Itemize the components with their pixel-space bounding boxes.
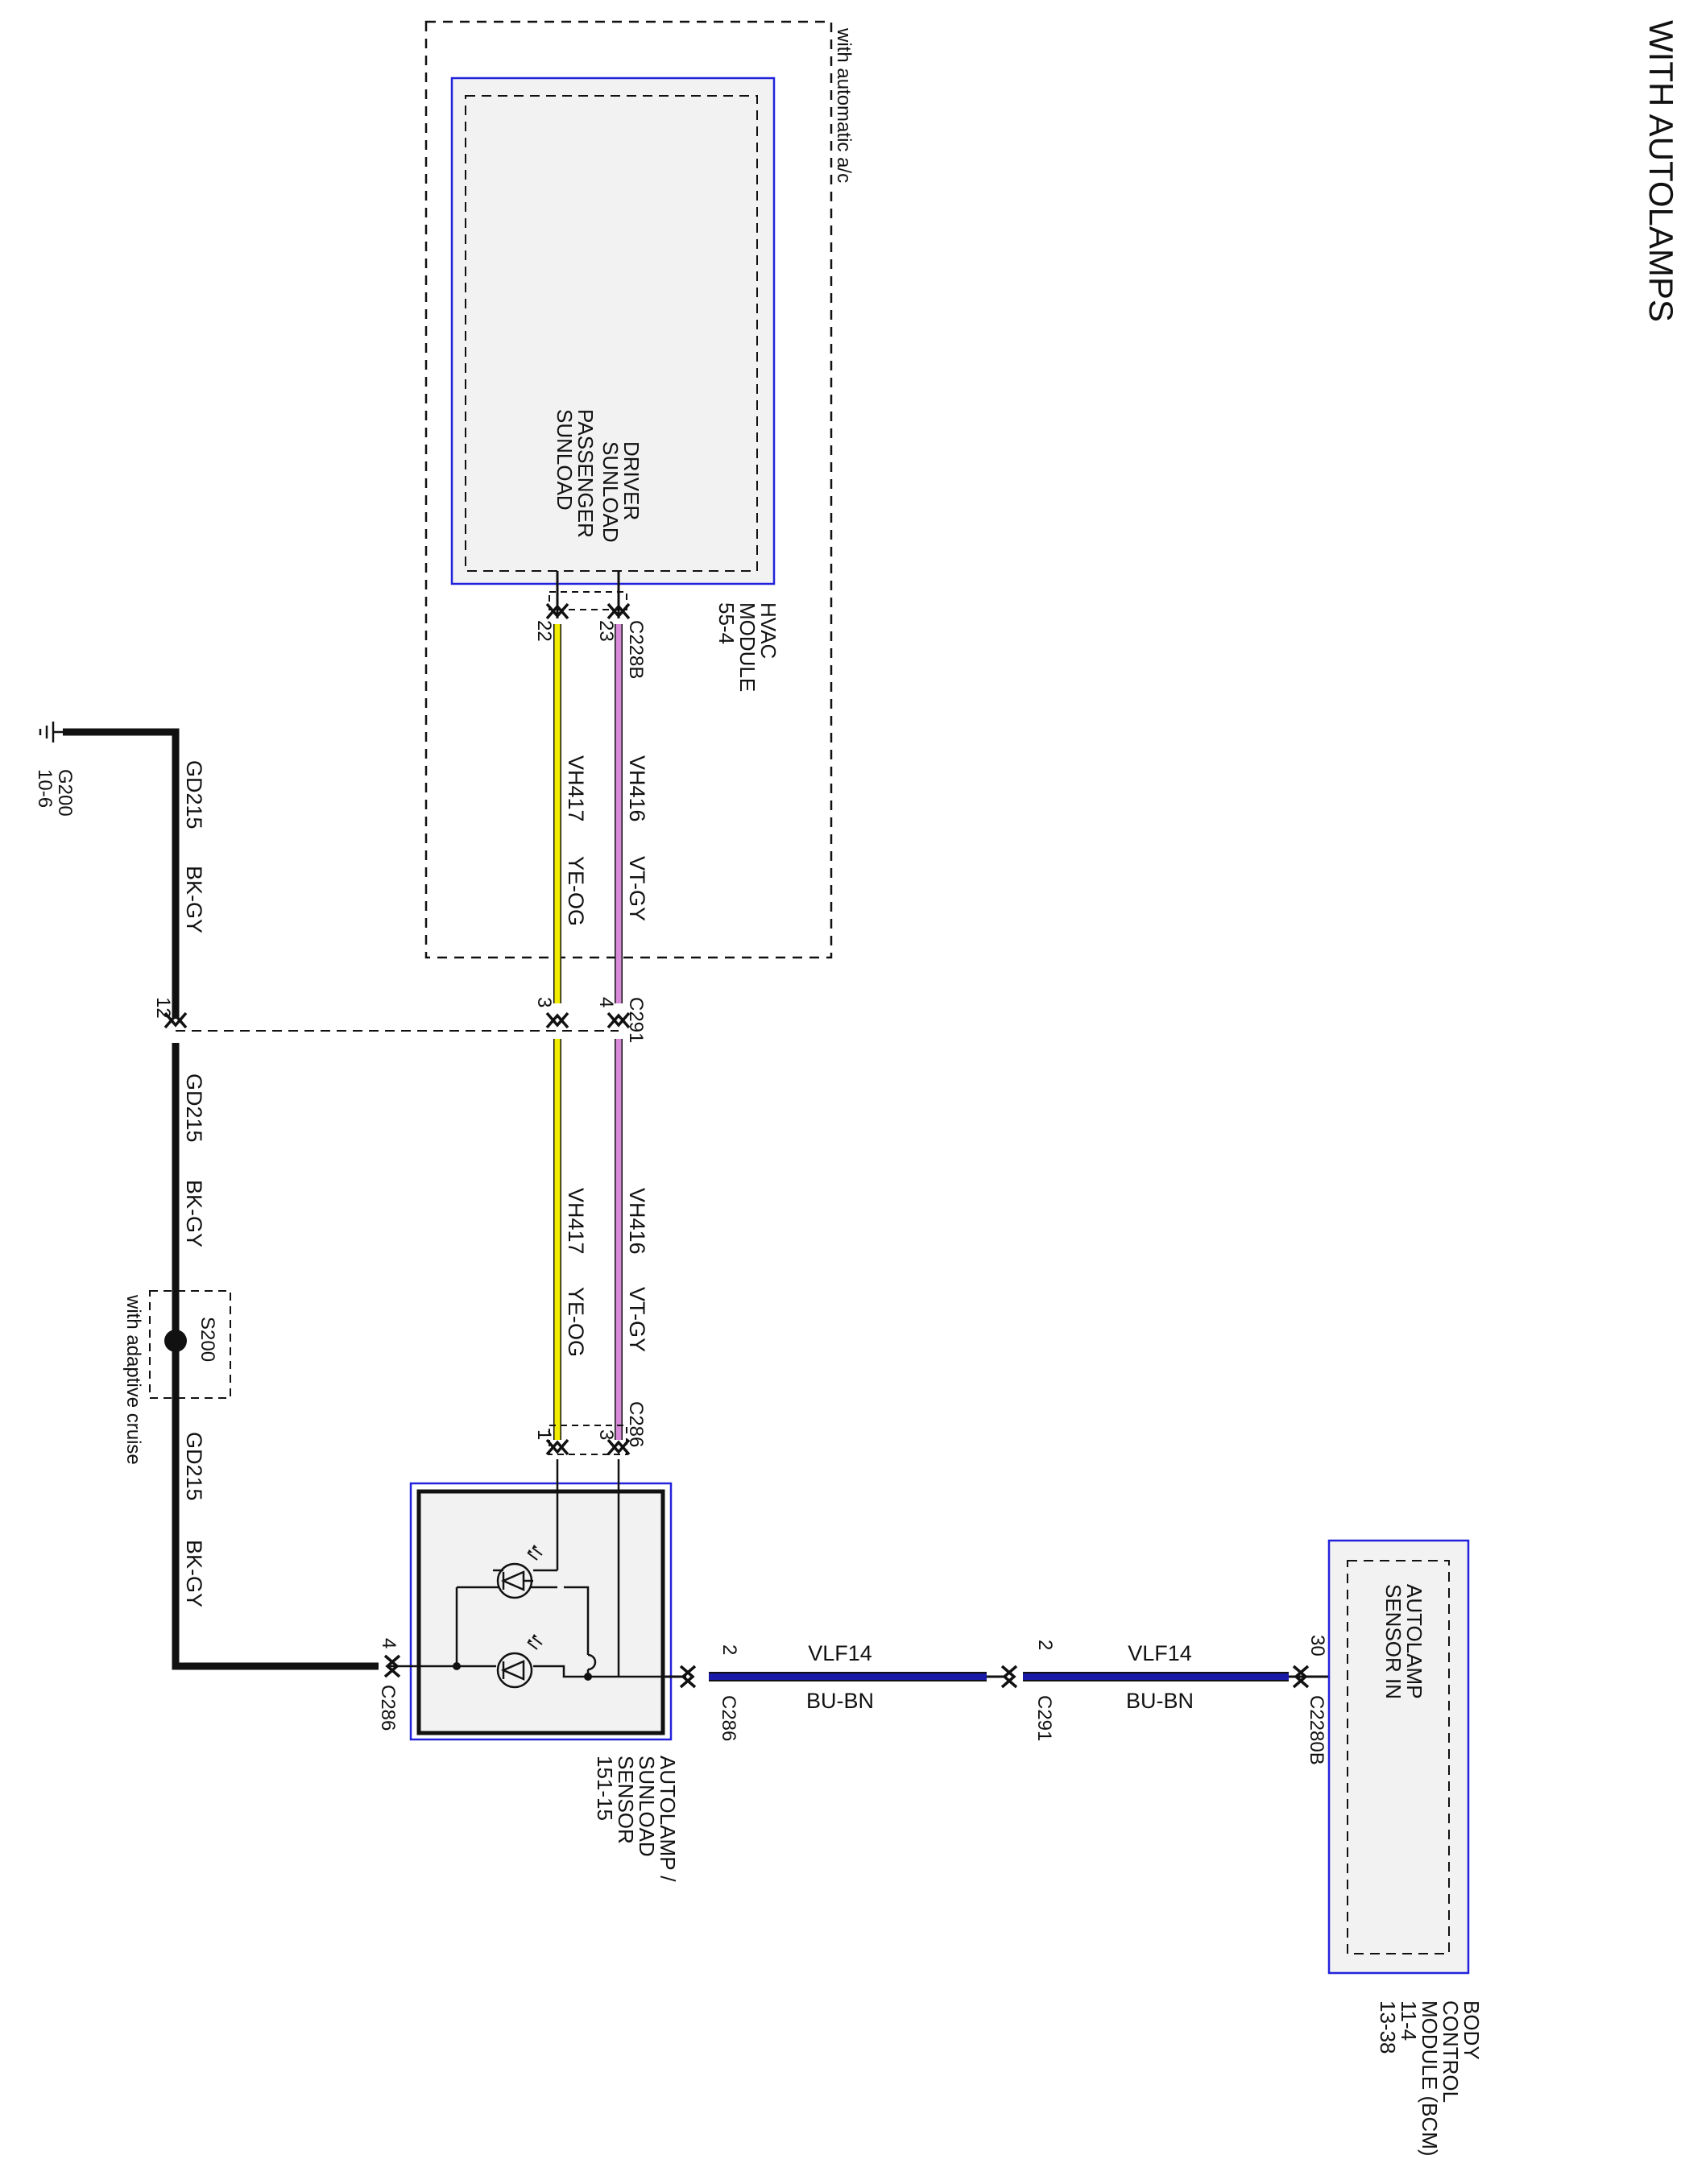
wire-vh416-circuit-upper: VH416 <box>625 755 649 822</box>
c286-gnd-connector-label: C286 <box>377 1685 399 1731</box>
c291-out-pin-2: 2 <box>1034 1640 1056 1650</box>
ground-ref: 10-6 <box>34 769 56 808</box>
automatic-ac-option-box <box>424 20 833 959</box>
automatic-ac-option-label: with automatic a/c <box>833 27 855 183</box>
ground-name: G200 <box>54 769 76 817</box>
hvac-pin-23: 23 <box>595 620 617 642</box>
c291-out-connector-label: C291 <box>1033 1695 1055 1741</box>
hvac-pin-22: 22 <box>533 620 555 642</box>
hvac-driver-sunload-line1: DRIVER <box>619 441 644 520</box>
hvac-module-outline <box>450 77 776 585</box>
connector-symbol <box>545 1438 569 1456</box>
c286-connector-label: C286 <box>625 1401 647 1447</box>
c286-pin-3: 3 <box>595 1429 617 1440</box>
sensor-name-line4: 151-15 <box>593 1756 617 1821</box>
body-control-module: AUTOLAMP SENSOR IN 30 C2280B BODY CONTRO… <box>1306 1539 1484 2157</box>
wire-vh417-circuit-upper: VH417 <box>564 755 588 822</box>
c286-pin-1: 1 <box>533 1429 555 1440</box>
photodiode-1-icon <box>493 1545 543 1599</box>
c291-pin-3: 3 <box>533 997 555 1007</box>
bcm-pin-label-line2: SENSOR IN <box>1381 1584 1406 1699</box>
c291-connector-label: C291 <box>625 997 647 1043</box>
hvac-passenger-sunload-line1: PASSENGER <box>573 409 598 538</box>
bcm-inner <box>1347 1560 1450 1954</box>
c228b-connector-label: C228B <box>625 620 647 679</box>
bcm-connector-label: C2280B <box>1306 1695 1327 1765</box>
wire-vlf14-color-2: BU-BN <box>1126 1689 1194 1713</box>
bcm-outline <box>1327 1539 1470 1975</box>
bcm-name-line3: MODULE (BCM) <box>1418 2000 1442 2157</box>
c286-out-connector-label: C286 <box>718 1695 739 1741</box>
photodiode-2-icon <box>496 1634 543 1689</box>
hvac-passenger-sunload-line2: SUNLOAD <box>553 409 577 511</box>
bcm-name-line4: 11-4 <box>1397 2000 1421 2041</box>
hvac-module: DRIVER SUNLOAD PASSENGER SUNLOAD HVAC MO… <box>450 77 780 692</box>
adaptive-cruise-option-box <box>149 1290 231 1399</box>
c286-connector-bracket <box>549 1425 627 1455</box>
splice-s200 <box>164 1330 187 1352</box>
hvac-module-inner <box>465 95 758 572</box>
wire-gd215-color-2: BK-GY <box>182 1180 206 1247</box>
c291-pin-4: 4 <box>595 997 617 1007</box>
sensor-name-line1: AUTOLAMP / <box>656 1756 680 1882</box>
autolamp-sunload-sensor: AUTOLAMP / SUNLOAD SENSOR 151-15 <box>390 1459 680 1882</box>
wire-gd215 <box>63 728 379 1670</box>
bcm-name-line2: CONTROL <box>1439 2000 1463 2103</box>
wire-gd215-color-1: BK-GY <box>182 866 206 933</box>
wire-vh416-color-upper: VT-GY <box>625 856 649 921</box>
connector-symbol <box>679 1665 697 1689</box>
wire-vh416-circuit-lower: VH416 <box>625 1188 649 1255</box>
c291-pin-12: 12 <box>152 997 174 1019</box>
bcm-pin-label-line1: AUTOLAMP <box>1402 1584 1426 1699</box>
sensor-name-line3: SENSOR <box>614 1756 638 1844</box>
sensor-body <box>416 1489 665 1735</box>
wire-vh417-circuit-lower: VH417 <box>564 1188 588 1255</box>
wire-vlf14-circuit-1: VLF14 <box>808 1641 872 1665</box>
wire-vh417-color-lower: YE-OG <box>564 1287 588 1357</box>
c286-gnd-pin-4: 4 <box>378 1638 400 1648</box>
wire-gd215-circuit-3: GD215 <box>182 1432 206 1501</box>
wire-gd215-circuit-2: GD215 <box>182 1073 206 1143</box>
hvac-driver-sunload-line2: SUNLOAD <box>598 441 623 543</box>
adaptive-cruise-option-label: with adaptive cruise <box>122 1294 144 1465</box>
sensor-outline <box>409 1482 673 1741</box>
wire-gd215-color-3: BK-GY <box>182 1540 206 1607</box>
c228b-connector-bracket <box>549 591 627 610</box>
hvac-module-name-line3: 55-4 <box>714 602 739 644</box>
connector-symbol <box>1000 1665 1018 1689</box>
hvac-module-name-line2: MODULE <box>735 602 760 692</box>
diagram-title: WITH AUTOLAMPS <box>1642 20 1680 322</box>
wire-vlf14-circuit-2: VLF14 <box>1128 1641 1192 1665</box>
wire-vh417-color-upper: YE-OG <box>564 856 588 926</box>
bcm-name-line5: 13-38 <box>1376 2000 1400 2054</box>
ground-symbol <box>39 722 63 742</box>
wire-vh416-color-lower: VT-GY <box>625 1287 649 1352</box>
hvac-module-name-line1: HVAC <box>756 602 780 659</box>
splice-s200-label: S200 <box>197 1317 218 1362</box>
wire-vlf14-color-1: BU-BN <box>806 1689 874 1713</box>
sensor-name-line2: SUNLOAD <box>635 1756 659 1857</box>
bcm-pin-30: 30 <box>1306 1635 1328 1657</box>
c286-out-pin-2: 2 <box>718 1644 740 1655</box>
wire-gd215-circuit-1: GD215 <box>182 760 206 829</box>
bcm-name-line1: BODY <box>1459 2000 1484 2060</box>
connector-symbol <box>545 1011 569 1029</box>
